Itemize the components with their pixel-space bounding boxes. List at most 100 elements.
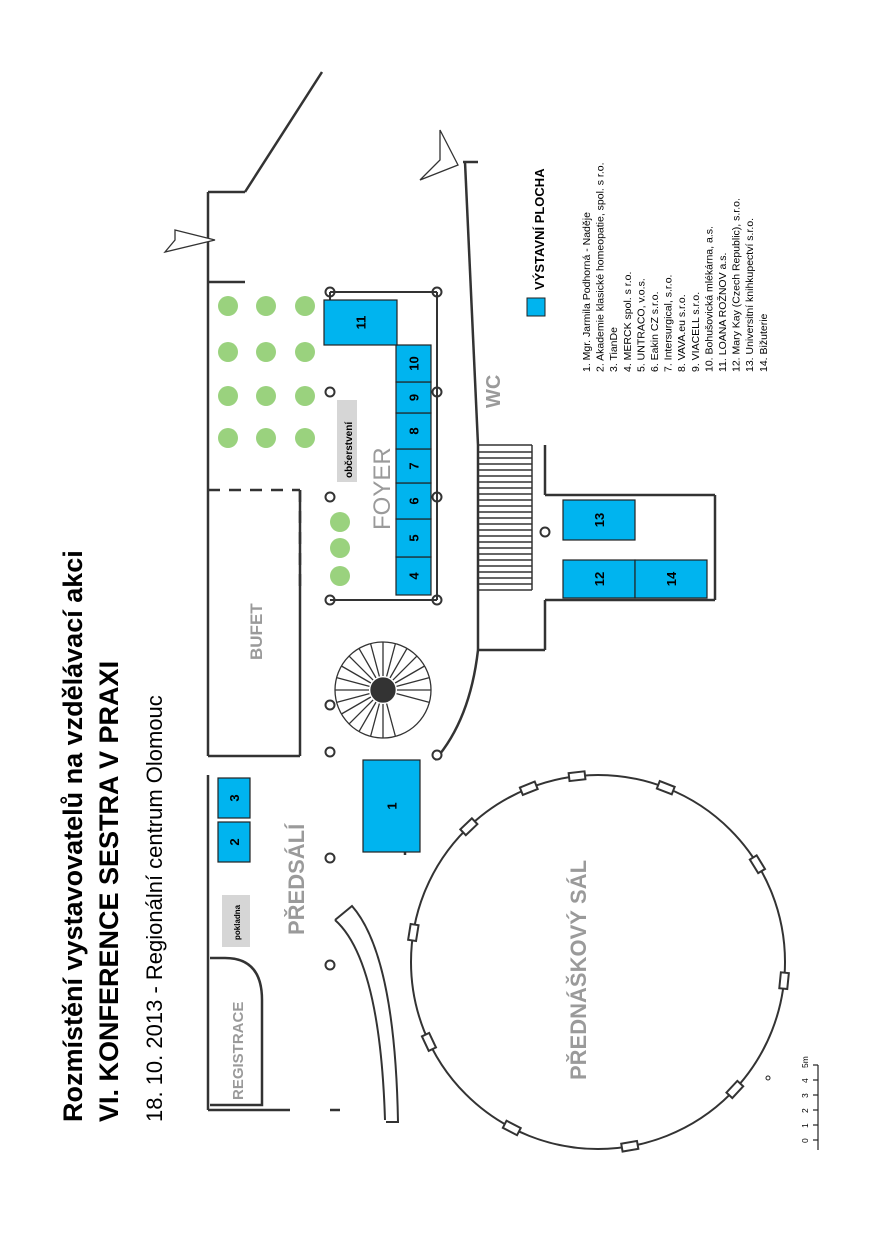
table: [218, 386, 238, 406]
booth-label: 1: [385, 802, 400, 809]
exhibitor-item: 12. Mary Kay (Czech Republic), s.r.o.: [731, 198, 743, 372]
scale-tick-label: 4: [800, 1078, 810, 1083]
booth-label: 6: [407, 497, 422, 504]
spiral-step: [348, 699, 374, 725]
column-marker: [324, 746, 336, 758]
exhibitor-item: 2. Akademie klasické homeopatie, spol. s…: [595, 162, 607, 372]
booth-8: [395, 412, 432, 450]
spiral-step: [341, 696, 372, 715]
subtitle: 18. 10. 2013 - Regionální centrum Olomou…: [142, 695, 167, 1122]
column-marker: [324, 852, 336, 864]
column-marker: [324, 959, 336, 971]
spiral-step: [336, 692, 370, 704]
spiral-step: [392, 655, 418, 681]
north-arrow-icon: [163, 129, 459, 254]
foyer-label: FOYER: [369, 447, 396, 530]
exhibitor-item: 11. LOANA ROŽNOV a.s.: [716, 253, 729, 372]
booth-11: [323, 299, 398, 346]
column-marker: [431, 749, 443, 761]
hall-door: [458, 816, 479, 837]
obcerstveni-label: občerstvení: [344, 421, 355, 478]
column-marker: [539, 526, 551, 538]
registrace-label: REGISTRACE: [230, 1002, 247, 1100]
table: [330, 566, 350, 586]
spiral-step: [369, 643, 381, 677]
exhibitor-item: 4. MERCK spol. s r.o.: [622, 272, 634, 372]
spiral-step: [369, 703, 381, 737]
booth-4: [395, 556, 432, 596]
prednaskovy-sal-label: PŘEDNÁŠKOVÝ SÁL: [566, 860, 591, 1080]
exhibitor-item: 6. Eakin CZ s.r.o.: [649, 291, 661, 372]
bufet-label: BUFET: [247, 603, 266, 660]
spiral-step: [396, 676, 430, 688]
table: [295, 296, 315, 316]
exhibitor-item: 9. VIACELL s.r.o.: [690, 292, 702, 372]
booth-13: [562, 499, 636, 541]
exhibitor-item: 14. Bižuterie: [758, 313, 770, 372]
booth-label: 11: [354, 316, 369, 330]
wc-label: WC: [483, 375, 505, 408]
hall-door: [748, 853, 767, 875]
scale-tick-label: 3: [800, 1093, 810, 1098]
table: [256, 386, 276, 406]
table: [256, 428, 276, 448]
legend-swatch: [526, 297, 546, 317]
booth-14: [634, 559, 708, 599]
table: [330, 538, 350, 558]
exhibitor-item: 8. VAVA.eu s.r.o.: [676, 294, 688, 372]
booth-10: [395, 344, 432, 383]
booth-label: 9: [407, 394, 422, 401]
exhibitor-item: 13. Universitní knihkupectví s.r.o.: [744, 218, 756, 372]
booth-7: [395, 448, 432, 484]
table: [295, 342, 315, 362]
hall-door: [620, 1139, 640, 1153]
spiral-staircase: [334, 641, 432, 739]
table: [218, 428, 238, 448]
spiral-step: [385, 643, 397, 677]
hall-door: [725, 1079, 745, 1100]
exhibitor-item: 5. UNTRACO, v.o.s.: [635, 278, 647, 372]
column-marker: [324, 386, 336, 398]
booth-3: [217, 777, 251, 819]
hall-door: [501, 1119, 523, 1137]
booth-2: [217, 821, 251, 863]
obcerstveni-box: [337, 400, 357, 482]
lecture-hall: [334, 770, 790, 1153]
table: [218, 342, 238, 362]
spiral-step: [348, 655, 374, 681]
exhibitor-item: 7. Intersurgical, s.r.o.: [663, 275, 675, 372]
title-line-1: Rozmístění vystavovatelů na vzdělávací a…: [58, 550, 88, 1122]
exhibitor-item: 3. TianDe: [608, 327, 620, 372]
predsali-label: PŘEDSÁLÍ: [284, 823, 309, 935]
hall-door: [655, 779, 676, 796]
spiral-step: [394, 665, 425, 684]
table: [295, 428, 315, 448]
scale-tick-label: 2: [800, 1108, 810, 1113]
hall-door: [567, 770, 587, 783]
table: [218, 296, 238, 316]
booth-label: 8: [407, 427, 422, 434]
booth-12: [562, 559, 636, 599]
column-marker: [324, 491, 336, 503]
booth-label: 5: [407, 534, 422, 541]
spiral-step: [358, 648, 377, 679]
spiral-step: [336, 676, 370, 688]
exhibitor-item: 1. Mgr. Jarmila Podhorná - Naděje: [581, 212, 593, 372]
scale-tick-label: 1: [800, 1123, 810, 1128]
booth-label: 3: [227, 794, 242, 801]
scale-dot: [765, 1075, 771, 1081]
foyer-frame: [329, 291, 438, 601]
hall-door: [420, 1031, 438, 1053]
booth-label: 12: [592, 572, 607, 586]
spiral-step: [385, 703, 397, 737]
booth-label: 4: [407, 572, 422, 580]
staircase: [477, 444, 533, 591]
title-line-2: VI. KONFERENCE SESTRA V PRAXI: [94, 661, 124, 1122]
table: [256, 296, 276, 316]
legend-title: VÝSTAVNÍ PLOCHA: [532, 168, 547, 290]
spiral-step: [358, 701, 377, 732]
